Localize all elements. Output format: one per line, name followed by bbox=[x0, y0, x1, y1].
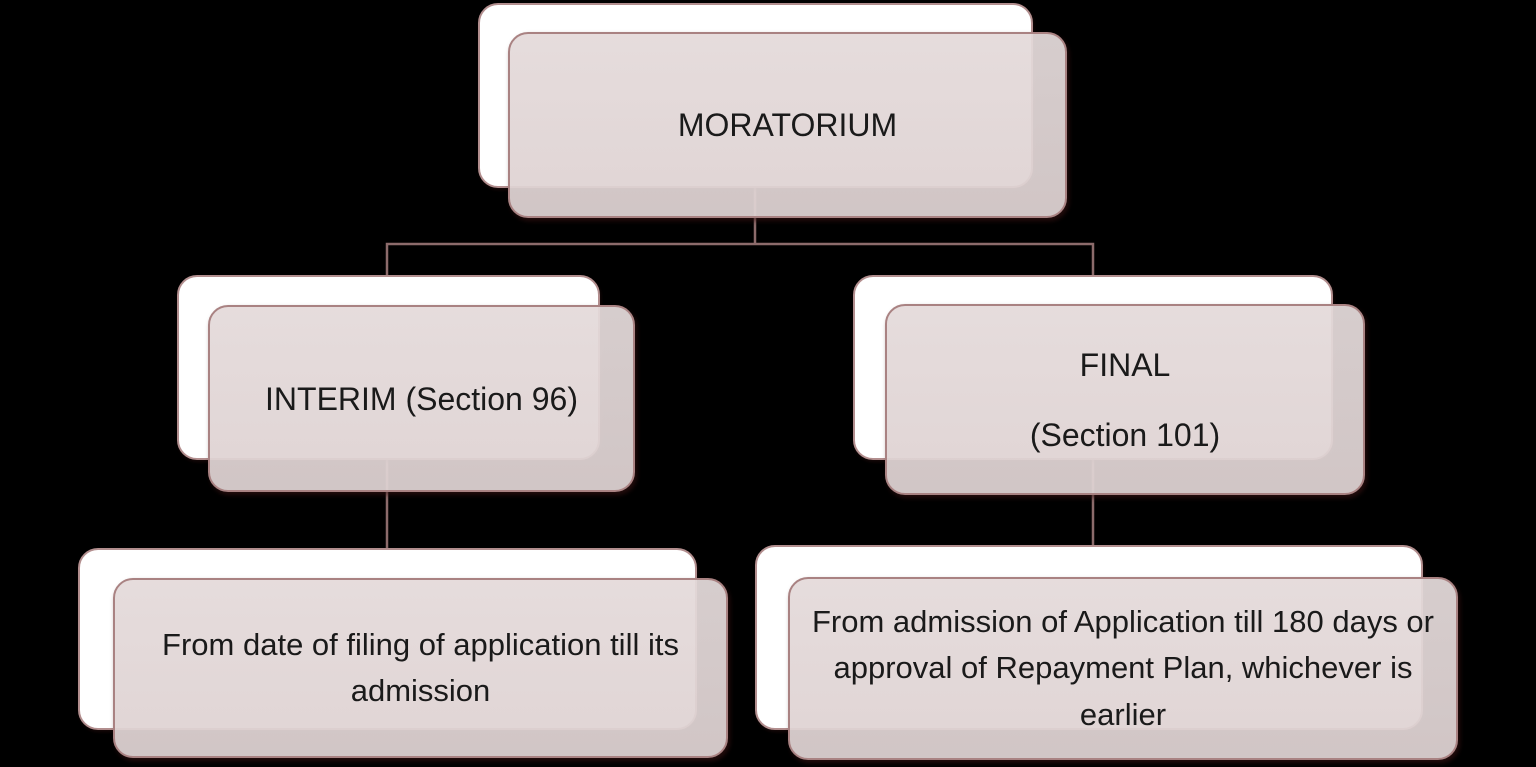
moratorium-node: MORATORIUM bbox=[508, 32, 1067, 218]
moratorium-label: MORATORIUM bbox=[677, 107, 898, 143]
interim-detail-node: From date of filing of application till … bbox=[113, 578, 728, 758]
final-label-line2: (Section 101) bbox=[1029, 416, 1221, 453]
final-label-line1: FINAL bbox=[1079, 346, 1171, 383]
interim-node: INTERIM (Section 96) bbox=[208, 305, 635, 492]
interim-detail-label: From date of filing of application till … bbox=[162, 626, 679, 709]
interim-label: INTERIM (Section 96) bbox=[265, 380, 578, 417]
final-node: FINAL (Section 101) bbox=[885, 304, 1365, 495]
final-detail-node: From admission of Application till 180 d… bbox=[788, 577, 1458, 760]
final-detail-label: From admission of Application till 180 d… bbox=[811, 603, 1434, 732]
